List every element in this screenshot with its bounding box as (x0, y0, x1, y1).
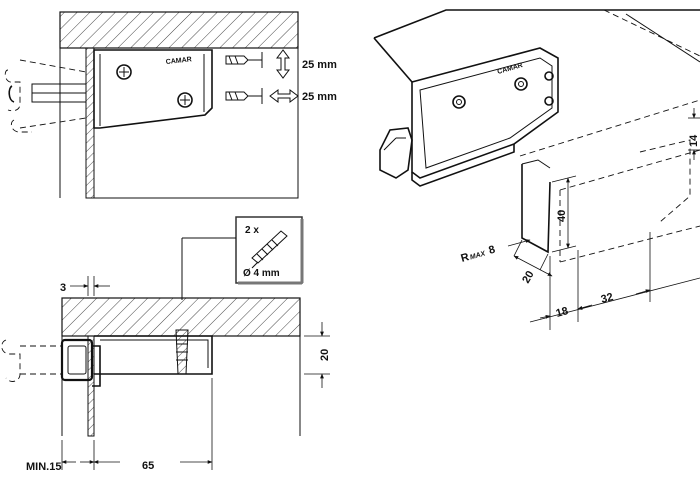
screwdriver-vertical-icon (225, 52, 263, 68)
dim-20-iso: 20 (520, 269, 537, 286)
dim-radius: R MAX 8 (460, 244, 497, 265)
cabinet-top-edge (373, 9, 700, 39)
dim-65: 65 (142, 460, 154, 472)
iso-brand-logo: CAMAR (497, 62, 524, 76)
dim-32: 32 (600, 291, 615, 306)
dim-14: 14 (688, 134, 700, 147)
hook-phantom (4, 69, 21, 112)
screw-quantity: 2 x (245, 225, 259, 236)
arrow-vertical-icon (276, 49, 290, 79)
arrow-horizontal-icon (269, 89, 299, 103)
bracket-section (94, 335, 213, 375)
bottom-left-view: 3 20 MIN.15 65 (1, 276, 331, 473)
screw-spec-box: 2 x Ø 4 mm (181, 216, 304, 300)
screw-hole-icon (544, 96, 554, 106)
brand-logo: CAMAR (165, 56, 192, 66)
dim-3: 3 (60, 282, 66, 294)
screw-hole-icon (544, 71, 554, 81)
cabinet-side-wall (85, 47, 95, 199)
screw-head-icon (177, 92, 193, 108)
screwdriver-horizontal-icon (225, 88, 263, 104)
rod-profile (60, 338, 94, 382)
top-left-view: CAMAR 25 mm 25 mm (4, 11, 337, 199)
radius-max: MAX (469, 250, 487, 261)
cabinet-top-panel (59, 11, 299, 49)
hanger-bracket (93, 49, 213, 129)
dim-40: 40 (556, 210, 568, 222)
rod-channel (521, 164, 551, 254)
screw-section-icon (175, 329, 189, 375)
adjust-horizontal-label: 25 mm (302, 91, 337, 103)
radius-r: R (460, 251, 471, 265)
screw-diameter: Ø 4 mm (243, 268, 280, 279)
screw-hole-icon (452, 95, 466, 109)
dim-20-vertical: 20 (319, 349, 331, 361)
dim-min15: MIN.15 (26, 461, 61, 473)
adjust-vertical-label: 25 mm (302, 59, 337, 71)
wood-screw-icon (251, 230, 288, 269)
iso-bracket (411, 47, 559, 179)
screw-head-icon (116, 64, 132, 80)
radius-value: 8 (487, 244, 496, 257)
screw-hole-icon (514, 77, 528, 91)
dim-18: 18 (555, 305, 570, 320)
right-isometric-view: CAMAR 14 40 R MAX 8 (373, 9, 700, 330)
rod-clip (379, 127, 413, 179)
